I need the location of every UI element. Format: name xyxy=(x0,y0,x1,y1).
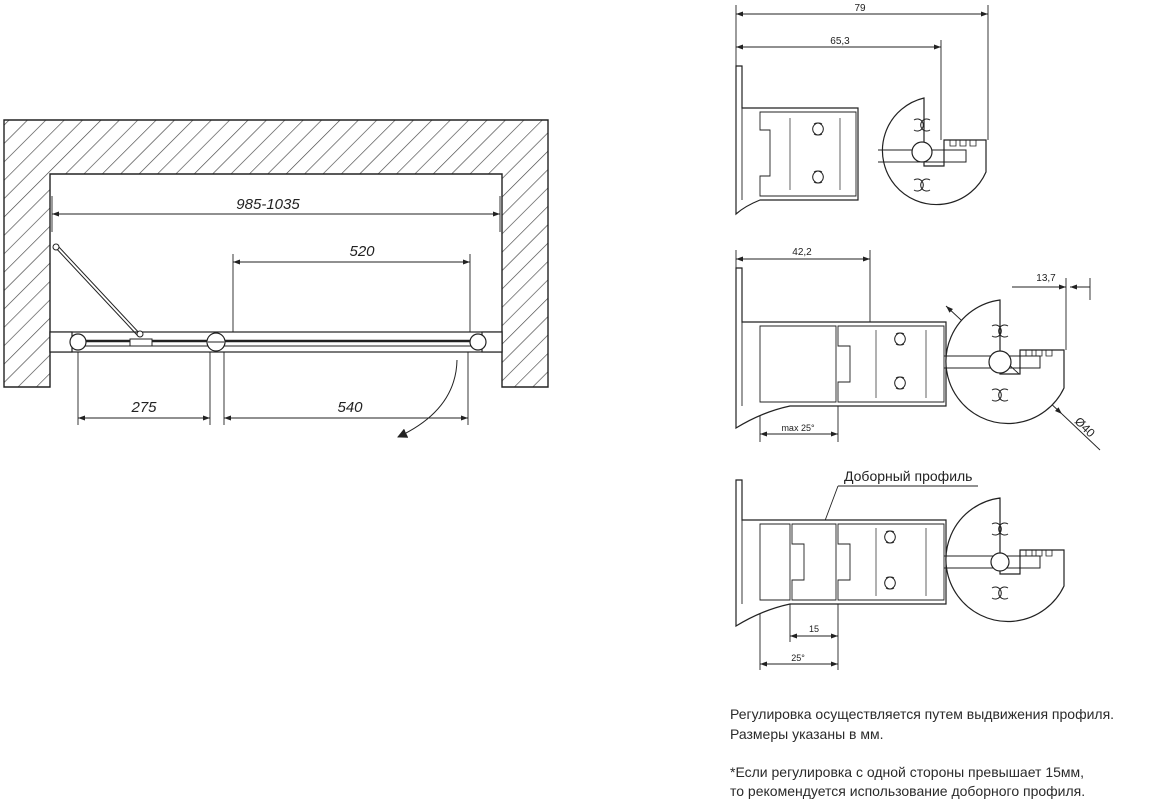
profile-section-2 xyxy=(735,250,1101,451)
profile3-extension-label: Доборный профиль xyxy=(844,468,972,484)
plan-view: 985-1035 520 xyxy=(3,119,549,438)
dimension-bottom xyxy=(77,352,469,425)
dimension-right-label: 540 xyxy=(337,399,363,416)
profile1-dim-inner: 65,3 xyxy=(830,36,850,47)
profile3-dim-angle: 25° xyxy=(791,653,805,663)
niche-wall xyxy=(3,119,549,388)
hinge-left xyxy=(69,333,87,351)
profile-section-1 xyxy=(735,5,989,216)
support-bar xyxy=(52,243,144,338)
note-units: Размеры указаны в мм. xyxy=(730,726,884,742)
note-footnote-2: то рекомендуется использование доборного… xyxy=(730,783,1086,799)
profile-section-3 xyxy=(735,479,1065,670)
profile2-dim-diameter: Ø40 xyxy=(1072,414,1098,440)
door-swing-arrow xyxy=(397,359,458,438)
left-wall-profile xyxy=(49,331,73,353)
dimension-door-label: 520 xyxy=(349,243,375,260)
profile3-dim-extension: 15 xyxy=(809,624,819,634)
note-footnote-1: *Если регулировка с одной стороны превыш… xyxy=(730,764,1085,780)
dimension-left-label: 275 xyxy=(130,399,157,416)
dimension-door xyxy=(232,254,471,340)
hinge-right xyxy=(469,333,487,351)
dimension-total xyxy=(51,196,501,232)
profile1-dim-outer: 79 xyxy=(854,3,866,14)
profile2-dim-max-angle: max 25° xyxy=(781,423,815,433)
handle xyxy=(129,338,153,347)
dimension-total-label: 985-1035 xyxy=(236,196,300,213)
profile2-dim-width: 42,2 xyxy=(792,247,812,258)
rail-profile xyxy=(49,331,503,353)
profile2-dim-small: 13,7 xyxy=(1036,273,1056,284)
note-adjustment: Регулировка осуществляется путем выдвиже… xyxy=(730,706,1115,722)
